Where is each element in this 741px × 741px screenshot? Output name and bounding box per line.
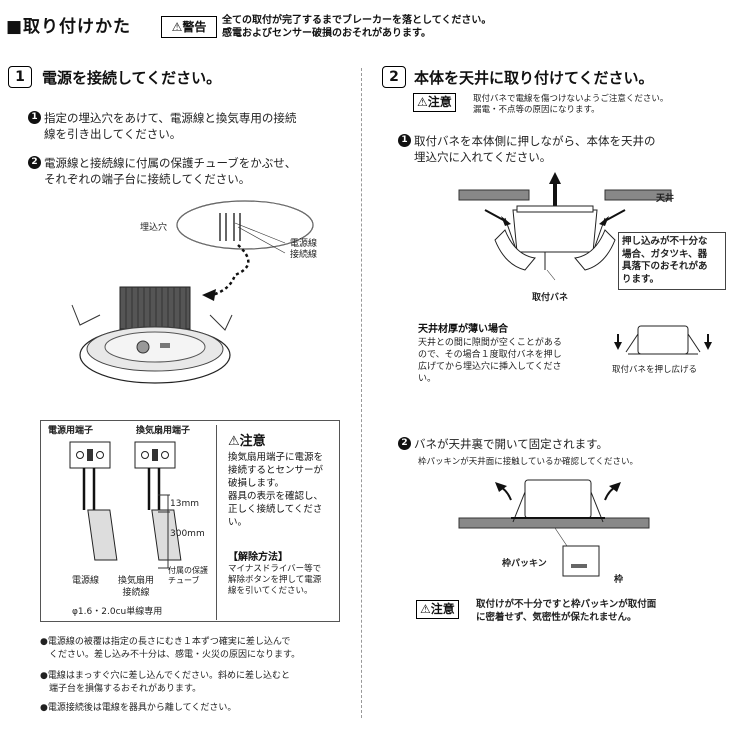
caution-line: 器具の表示を確認し、 xyxy=(228,491,324,502)
page-title: ■取り付けかた xyxy=(6,17,132,37)
step2-caution2-tag: ⚠注意 xyxy=(416,600,459,619)
hole-label: 埋込穴 xyxy=(140,223,168,233)
step1-heading: 電源を接続してください。 xyxy=(42,69,222,87)
thin-line: ので、その場合１度取付バネを押し xyxy=(418,350,562,360)
thin-ceiling-body: 天井との間に隙間が空くことがある ので、その場合１度取付バネを押し 広げてから埋… xyxy=(418,337,598,385)
column-divider xyxy=(361,68,362,718)
fixture-warning-box: 押し込みが不十分な 場合、ガタツキ、器 具落下のおそれがあ ります。 xyxy=(618,232,726,290)
warning-tag: ⚠警告 xyxy=(161,16,217,38)
step-bullet-icon: 1 xyxy=(28,111,41,124)
dim-13mm: 13mm xyxy=(170,499,199,509)
item-line: それぞれの端子台に接続してください。 xyxy=(44,172,251,186)
wire-fan-label: 換気扇用 接続線 xyxy=(118,575,154,599)
item-line: 電源線と接続線に付属の保護チューブをかぶせ、 xyxy=(44,156,297,170)
frame-label: 枠 xyxy=(614,575,624,585)
wire-fan-line: 接続線 xyxy=(122,588,150,598)
tube-line: チューブ xyxy=(168,576,200,585)
thin-ceiling-title: 天井材厚が薄い場合 xyxy=(418,324,508,335)
note-line: ●電源接続後は電線を器具から離してください。 xyxy=(40,703,237,713)
thin-line: 天井との間に隙間が空くことがある xyxy=(418,338,562,348)
warn-line: 場合、ガタツキ、器 xyxy=(622,248,708,260)
ceiling-label: 天井 xyxy=(656,194,675,204)
warn-line: ります。 xyxy=(622,273,660,285)
caution-line: い。 xyxy=(228,517,248,528)
warning-text: 全ての取付が完了するまでブレーカーを落としてください。 感電およびセンサー破損の… xyxy=(222,14,491,40)
step2-caution-tag: ⚠注意 xyxy=(413,93,456,112)
item-line: 埋込穴に入れてください。 xyxy=(414,150,552,164)
panel-divider xyxy=(216,425,217,620)
step2-caution2-text: 取付けが不十分ですと枠パッキンが取付面 に密着せず、気密性が保たれません。 xyxy=(476,598,656,624)
thin-line: 広げてから埋込穴に挿入してくださ xyxy=(418,362,562,372)
warning-line: 全ての取付が完了するまでブレーカーを落としてください。 xyxy=(222,15,492,26)
packing-label: 枠パッキン xyxy=(502,559,547,569)
spread-spring-figure xyxy=(614,325,712,355)
fixed-fixture-figure xyxy=(458,479,650,577)
note-bullet: ●電源線の被覆は指定の長さにむき１本ずつ確実に差し込んで ください。差し込み不十… xyxy=(40,636,350,661)
caution-line: 破損します。 xyxy=(228,478,285,489)
release-line: 線を引いてください。 xyxy=(228,586,313,596)
wire-power-label: 電源線 xyxy=(72,576,100,586)
step1-number: 1 xyxy=(8,66,32,88)
caution-line: に密着せず、気密性が保たれません。 xyxy=(476,612,637,623)
wire-spec: φ1.6・2.0cu単線専用 xyxy=(72,607,163,617)
caution-body: 換気扇用端子に電源を 接続するとセンサーが 破損します。 器具の表示を確認し、 … xyxy=(228,451,336,529)
step2-number: 2 xyxy=(382,66,406,88)
release-body: マイナスドライバー等で 解除ボタンを押して電源 線を引いてください。 xyxy=(228,564,336,597)
step2-caution-text: 取付バネで電線を傷つけないようご注意ください。 漏電・不点等の原因になります。 xyxy=(473,94,668,116)
note-line: ●電線はまっすぐ穴に差し込んでください。斜めに差し込むと xyxy=(40,671,291,681)
caution-line: 換気扇用端子に電源を xyxy=(228,452,324,463)
tube-line: 付属の保護 xyxy=(168,566,208,575)
release-line: 解除ボタンを押して電源 xyxy=(228,575,322,585)
insert-fixture-figure xyxy=(458,172,672,281)
wire-fan-line: 換気扇用 xyxy=(118,576,155,586)
step-bullet-icon: 2 xyxy=(398,437,411,450)
dim-300mm: 300mm xyxy=(170,529,205,539)
note-line: ください。差し込み不十分は、感電・火災の原因になります。 xyxy=(40,649,301,660)
caution-line: 取付けが不十分ですと枠パッキンが取付面 xyxy=(476,599,657,610)
step2-heading: 本体を天井に取り付けてください。 xyxy=(414,69,654,87)
fan-terminal-label: 換気扇用端子 xyxy=(136,426,191,436)
caution-title: ⚠注意 xyxy=(228,434,266,449)
step-bullet-icon: 1 xyxy=(398,134,411,147)
wire-label-connect: 接続線 xyxy=(290,250,318,260)
wire-label-power: 電源線 xyxy=(290,239,318,249)
spread-spring-caption: 取付バネを押し広げる xyxy=(612,365,698,375)
caution-line: 接続するとセンサーが xyxy=(228,465,324,476)
terminal-diagram xyxy=(69,441,182,569)
warn-line: 押し込みが不十分な xyxy=(622,236,708,247)
item-line: バネが天井裏で開いて固定されます。 xyxy=(414,437,609,451)
step2-item2-sub: 枠パッキンが天井面に接触しているか確認してください。 xyxy=(418,457,638,467)
item-line: 取付バネを本体側に押しながら、本体を天井の xyxy=(414,134,656,148)
power-terminal-label: 電源用端子 xyxy=(48,426,94,436)
release-title: 【解除方法】 xyxy=(228,552,288,563)
release-line: マイナスドライバー等で xyxy=(228,564,322,574)
note-bullet: ●電線はまっすぐ穴に差し込んでください。斜めに差し込むと 端子台を損傷するおそれ… xyxy=(40,670,350,695)
caution-line: 取付バネで電線を傷つけないようご注意ください。 xyxy=(473,94,669,104)
item-line: 指定の埋込穴をあけて、電源線と換気専用の接続 xyxy=(44,111,297,125)
thin-line: い。 xyxy=(418,374,437,384)
spring-label: 取付バネ xyxy=(532,293,569,303)
caution-line: 正しく接続してくださ xyxy=(228,504,323,515)
downlight-install-figure xyxy=(71,200,314,384)
tube-label: 付属の保護 チューブ xyxy=(168,566,208,586)
note-line: ●電源線の被覆は指定の長さにむき１本ずつ確実に差し込んで xyxy=(40,637,291,647)
caution-line: 漏電・不点等の原因になります。 xyxy=(473,105,600,115)
warning-line: 感電およびセンサー破損のおそれがあります。 xyxy=(222,28,431,39)
note-line: 端子台を損傷するおそれがあります。 xyxy=(40,683,202,694)
warn-line: 具落下のおそれがあ xyxy=(622,261,708,272)
item-line: 線を引き出してください。 xyxy=(44,127,182,141)
step-bullet-icon: 2 xyxy=(28,156,41,169)
note-bullet: ●電源接続後は電線を器具から離してください。 xyxy=(40,702,350,715)
